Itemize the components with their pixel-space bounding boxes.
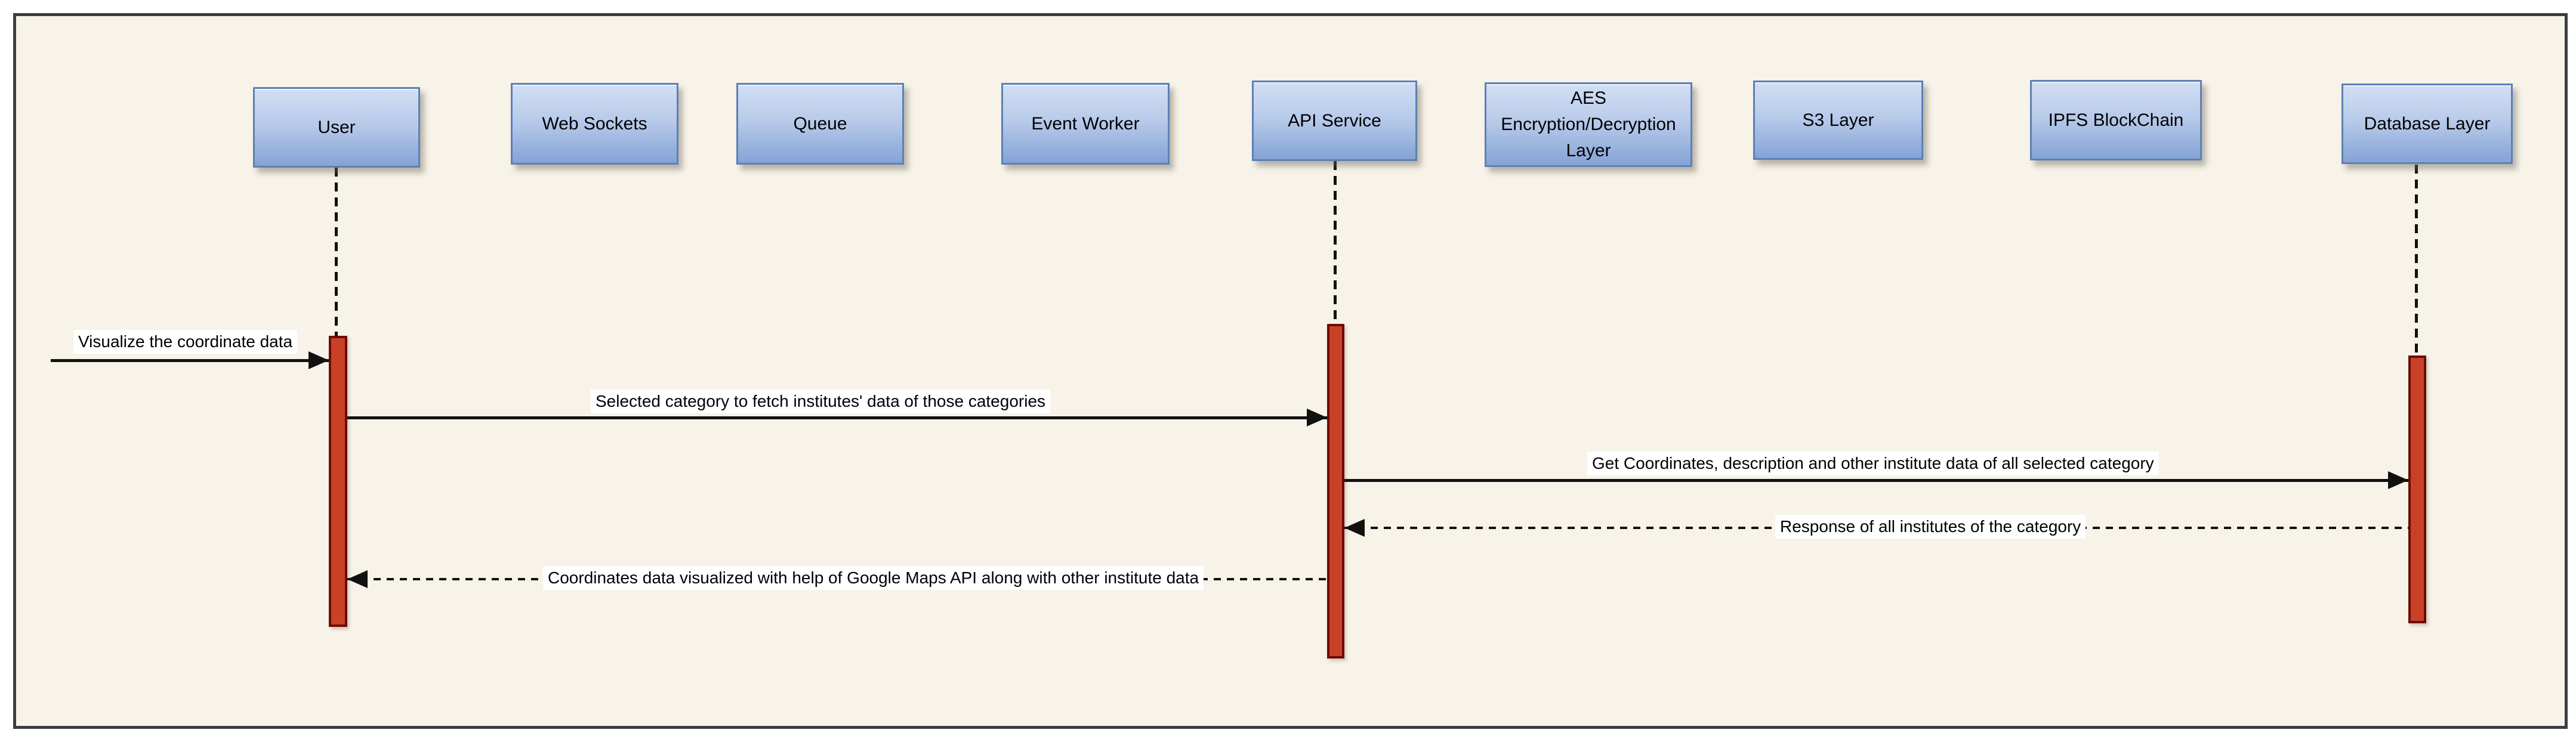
participant-aes-layer: AES Encryption/Decryption Layer bbox=[1485, 82, 1692, 167]
participant-web-sockets: Web Sockets bbox=[511, 83, 678, 165]
lifeline-database-layer bbox=[2415, 165, 2418, 355]
message-1-label: Visualize the coordinate data bbox=[73, 330, 298, 354]
participant-user-label: User bbox=[317, 117, 356, 137]
message-2-arrowhead-icon bbox=[1307, 409, 1327, 426]
participant-queue: Queue bbox=[736, 83, 904, 165]
lifeline-user bbox=[335, 168, 338, 336]
participant-api-service-label: API Service bbox=[1288, 110, 1381, 131]
message-3-arrowhead-icon bbox=[2388, 471, 2408, 489]
message-1-arrowhead-icon bbox=[308, 351, 329, 369]
message-3-line bbox=[1344, 479, 2408, 482]
message-5-label: Coordinates data visualized with help of… bbox=[543, 566, 1204, 590]
participant-queue-label: Queue bbox=[793, 113, 847, 134]
participant-s3-layer-label: S3 Layer bbox=[1802, 110, 1874, 130]
lifeline-api-service bbox=[1334, 161, 1337, 324]
participant-database-layer-label: Database Layer bbox=[2364, 113, 2491, 134]
participant-user: User bbox=[253, 87, 420, 168]
message-2-label: Selected category to fetch institutes' d… bbox=[591, 389, 1051, 413]
participant-ipfs-blockchain: IPFS BlockChain bbox=[2030, 80, 2202, 160]
message-1-line bbox=[51, 359, 329, 362]
participant-aes-layer-label: AES Encryption/Decryption Layer bbox=[1501, 88, 1676, 160]
message-5-arrowhead-icon bbox=[347, 570, 368, 588]
participant-event-worker-label: Event Worker bbox=[1031, 113, 1140, 134]
participant-event-worker: Event Worker bbox=[1001, 83, 1170, 165]
participant-ipfs-blockchain-label: IPFS BlockChain bbox=[2048, 110, 2184, 130]
message-3-label: Get Coordinates, description and other i… bbox=[1587, 452, 2159, 475]
participant-database-layer: Database Layer bbox=[2341, 84, 2513, 164]
activation-api-service bbox=[1327, 324, 1344, 658]
participant-api-service: API Service bbox=[1252, 81, 1417, 161]
diagram-frame: User Web Sockets Queue Event Worker API … bbox=[13, 13, 2568, 729]
participant-web-sockets-label: Web Sockets bbox=[542, 113, 647, 134]
activation-user bbox=[329, 336, 347, 627]
message-4-arrowhead-icon bbox=[1344, 519, 1365, 537]
message-4-label: Response of all institutes of the catego… bbox=[1775, 515, 2086, 539]
participant-s3-layer: S3 Layer bbox=[1753, 81, 1923, 160]
activation-database-layer bbox=[2408, 355, 2426, 623]
message-2-line bbox=[347, 416, 1327, 419]
